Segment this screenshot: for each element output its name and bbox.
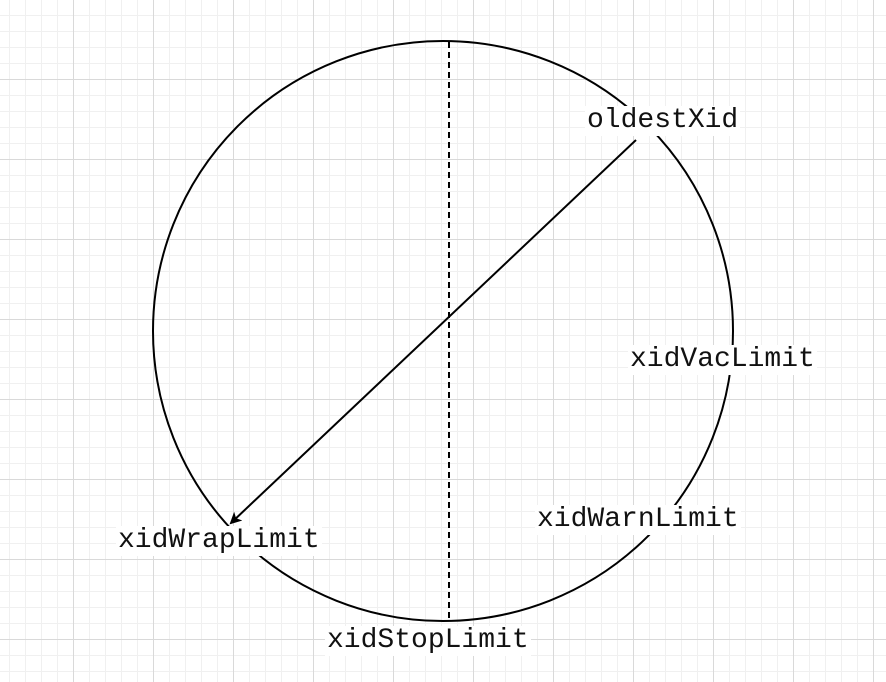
label-xid-warn-limit: xidWarnLimit <box>535 504 741 535</box>
label-oldest-xid: oldestXid <box>585 105 741 136</box>
label-xid-wrap-limit: xidWrapLimit <box>116 525 322 556</box>
label-xid-vac-limit: xidVacLimit <box>628 344 817 375</box>
xid-circle <box>152 40 734 622</box>
label-xid-stop-limit: xidStopLimit <box>325 625 531 656</box>
oldest-to-wrap-arrow <box>229 139 637 525</box>
